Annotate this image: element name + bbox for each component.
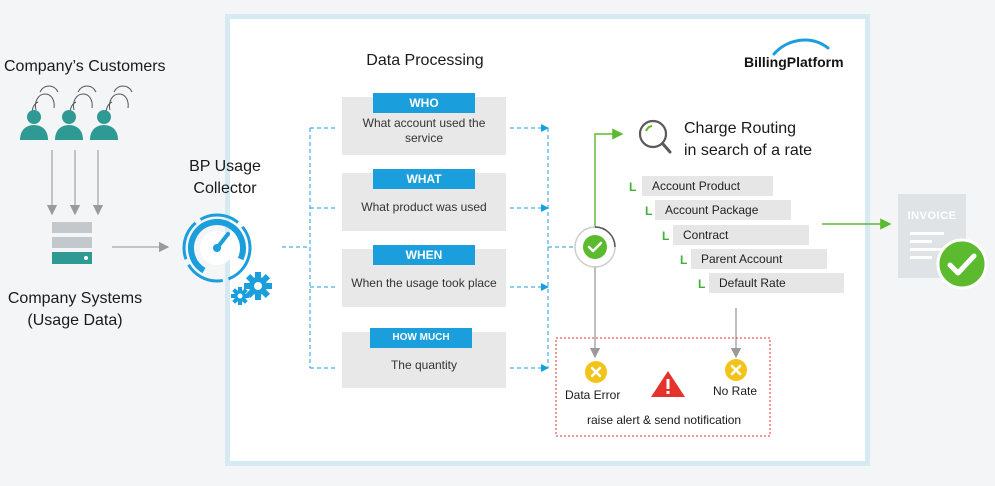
data-error-x-icon xyxy=(585,361,607,383)
collector-line2: Collector xyxy=(193,180,257,197)
step-marker-4: L xyxy=(680,253,688,267)
invoice-document-icon xyxy=(898,194,966,278)
company-systems-line2: (Usage Data) xyxy=(27,312,123,329)
process-box-who: What account used the service xyxy=(342,97,506,155)
process-box-what: What product was used xyxy=(342,173,506,231)
step-marker-1: L xyxy=(629,180,637,194)
logo-swoosh-icon xyxy=(772,38,830,56)
step-marker-5: L xyxy=(698,277,706,291)
process-tab-what: WHAT xyxy=(373,169,475,189)
invoice-check-icon xyxy=(936,238,988,290)
magnifier-icon xyxy=(638,119,672,154)
no-rate-x-icon xyxy=(725,359,747,381)
alert-notification-text: raise alert & send notification xyxy=(587,413,742,427)
step-marker-2: L xyxy=(645,204,653,218)
no-rate-label: No Rate xyxy=(713,384,758,398)
process-box-when-text: When the usage took place xyxy=(351,275,497,290)
warning-icon xyxy=(651,371,685,397)
customers-title: Company’s Customers xyxy=(4,58,166,75)
charge-routing-line1: Charge Routing xyxy=(684,120,797,137)
routing-step-account-product: Account Product xyxy=(642,176,773,196)
company-systems-line1: Company Systems xyxy=(7,290,143,307)
billingplatform-logo: BillingPlatform xyxy=(744,54,844,70)
server-icon xyxy=(52,222,92,264)
process-box-who-text: What account used the service xyxy=(362,116,486,145)
validation-check-icon xyxy=(574,226,616,268)
company-systems-label: Company Systems (Usage Data) xyxy=(0,288,150,332)
collector-line1: BP Usage xyxy=(189,158,261,175)
gauge-gear-icon xyxy=(182,213,272,305)
process-tab-when: WHEN xyxy=(373,245,475,265)
data-processing-title: Data Processing xyxy=(366,52,484,69)
data-error-label: Data Error xyxy=(565,388,621,402)
routing-step-default-rate: Default Rate xyxy=(709,273,844,293)
customers-icon xyxy=(20,85,133,140)
collector-label: BP Usage Collector xyxy=(180,156,270,200)
process-tab-who: WHO xyxy=(373,93,475,113)
routing-step-contract: Contract xyxy=(673,225,809,245)
step-marker-3: L xyxy=(662,229,670,243)
invoice-label: INVOICE xyxy=(907,210,957,222)
routing-step-parent-account: Parent Account xyxy=(691,249,827,269)
process-tab-how-much: HOW MUCH xyxy=(370,328,472,348)
charge-routing-label: Charge Routing in search of a rate xyxy=(684,118,812,162)
process-box-what-text: What product was used xyxy=(361,199,487,214)
routing-step-account-package: Account Package xyxy=(655,200,791,220)
charge-routing-line2: in search of a rate xyxy=(684,142,813,159)
process-box-how-much-text: The quantity xyxy=(390,357,458,372)
